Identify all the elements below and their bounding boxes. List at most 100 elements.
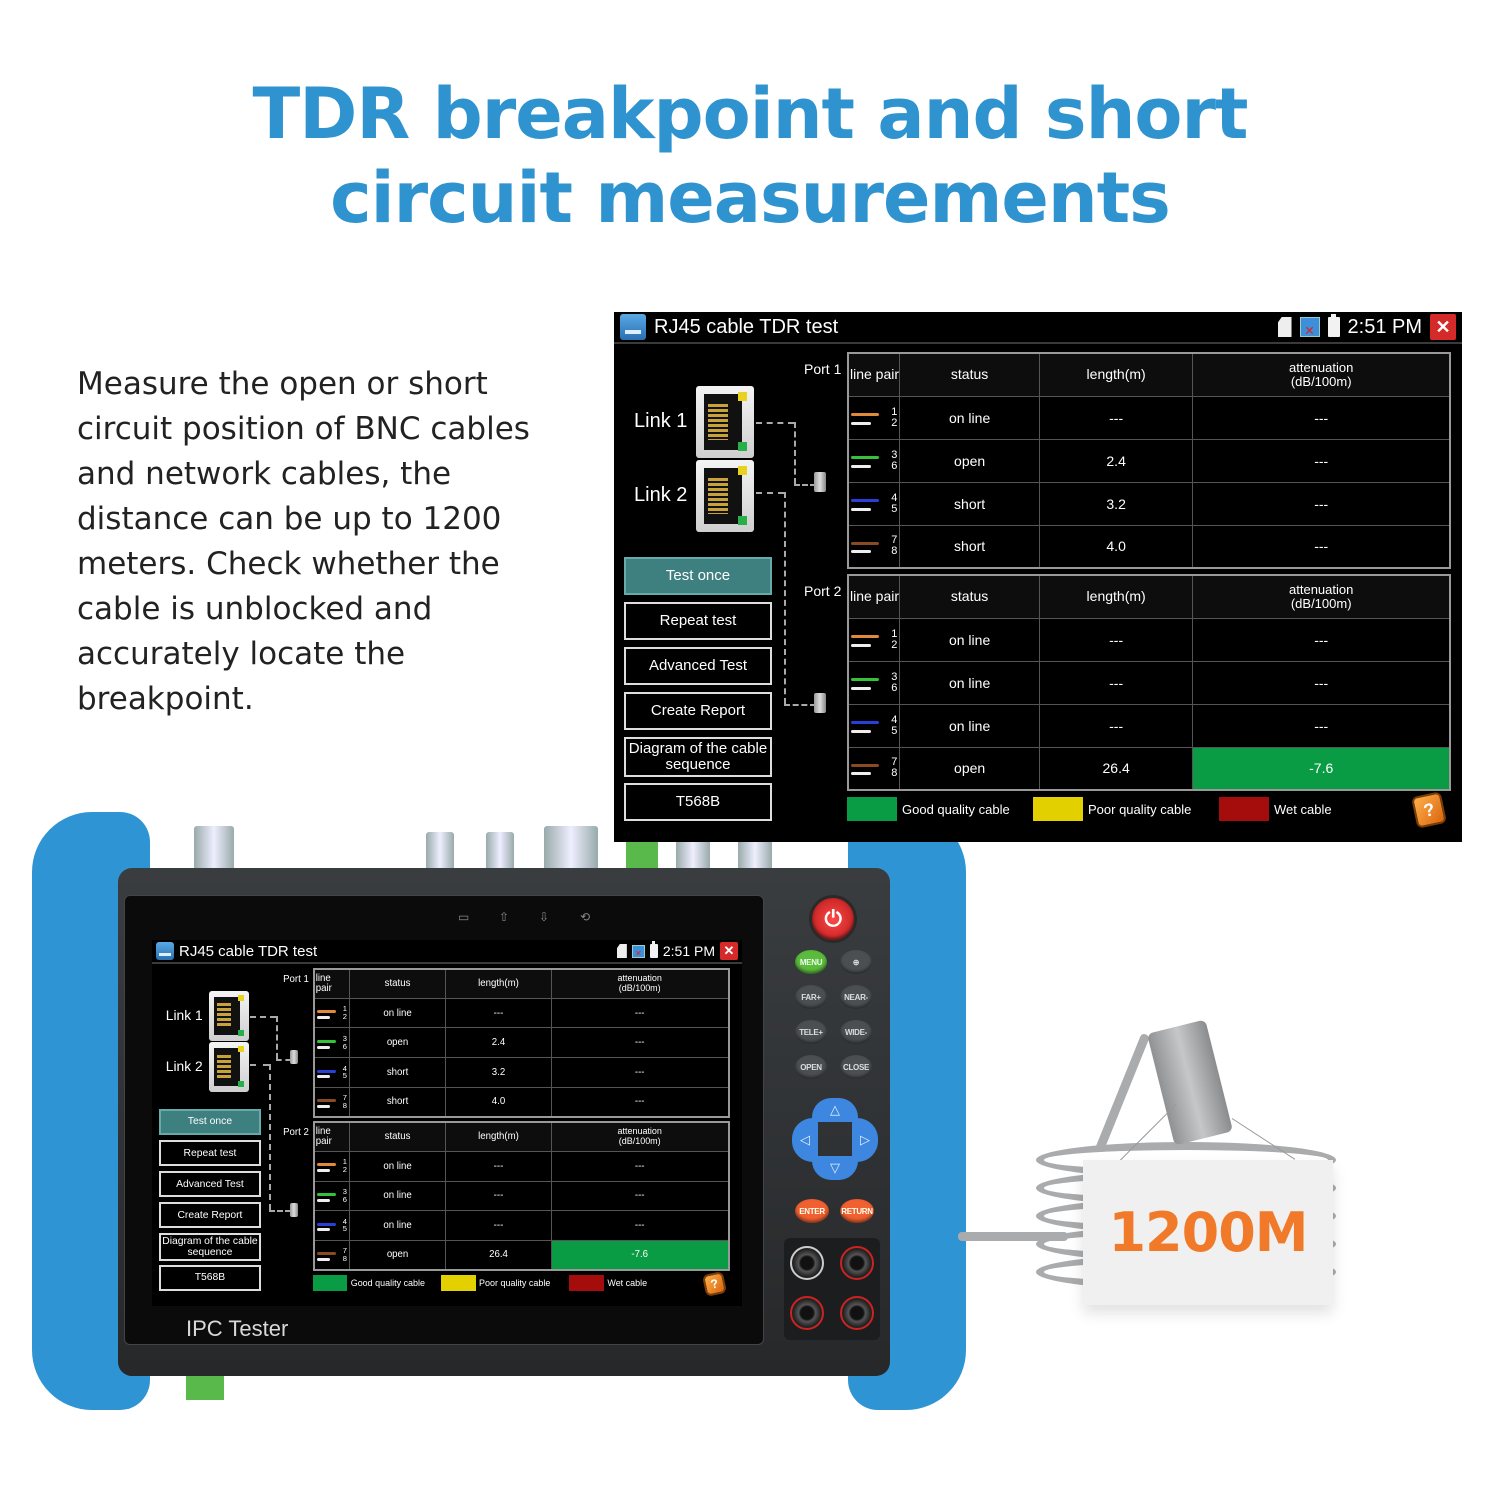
cable-sequence-diagram-button-label: Diagram of the cable sequence xyxy=(162,1235,258,1259)
good-quality-swatch xyxy=(312,1274,348,1292)
status-cell: open xyxy=(349,1027,447,1059)
link-1-label: Link 1 xyxy=(165,1007,203,1023)
t568b-button-label: T568B xyxy=(675,792,721,810)
status-cell: short xyxy=(899,524,1040,569)
rj45-port-1-icon xyxy=(208,991,249,1041)
screen-icon[interactable]: ▭ xyxy=(458,910,470,924)
wet-cable-legend-label: Wet cable xyxy=(607,1278,648,1289)
attenuation-cell: --- xyxy=(1192,660,1451,705)
zoom-button[interactable]: ⊕ xyxy=(840,950,872,974)
wide-minus-button[interactable]: WIDE- xyxy=(840,1020,872,1044)
cable-tail xyxy=(958,1232,1068,1241)
create-report-button[interactable]: Create Report xyxy=(624,692,772,730)
wire-pair-icon xyxy=(851,772,872,776)
rotate-icon[interactable]: ⟲ xyxy=(580,910,591,924)
open-button[interactable]: OPEN xyxy=(795,1055,827,1079)
power-button[interactable]: ⏻ xyxy=(809,895,857,943)
dpad-down-button[interactable]: ▽ xyxy=(812,1156,858,1180)
close-icon[interactable]: ✕ xyxy=(720,942,738,960)
length-sign: 1200M xyxy=(1083,1160,1333,1305)
column-header: status xyxy=(349,968,447,999)
wire-pair-icon xyxy=(851,507,872,511)
status-cell: on line xyxy=(349,1180,447,1212)
link-1-connector-line xyxy=(794,422,796,484)
repeat-test-button-label: Repeat test xyxy=(659,611,737,629)
help-book-icon[interactable]: ? xyxy=(1411,791,1447,829)
cable-plug-1-icon xyxy=(814,472,826,492)
return-button[interactable]: RETURN xyxy=(840,1199,874,1223)
link-2-label: Link 2 xyxy=(634,484,688,506)
dpad-up-button[interactable]: △ xyxy=(812,1098,858,1122)
repeat-test-button[interactable]: Repeat test xyxy=(158,1140,261,1167)
help-book-icon[interactable]: ? xyxy=(701,1270,727,1297)
t568b-button[interactable]: T568B xyxy=(624,783,772,821)
t568b-button[interactable]: T568B xyxy=(158,1264,261,1292)
repeat-test-button[interactable]: Repeat test xyxy=(624,602,772,640)
test-once-button[interactable]: Test once xyxy=(158,1109,261,1136)
link-2-label: Link 2 xyxy=(165,1058,203,1074)
wire-pair-icon xyxy=(316,1163,336,1167)
test-once-button[interactable]: Test once xyxy=(624,557,772,595)
cable-sequence-diagram-button[interactable]: Diagram of the cable sequence xyxy=(624,737,772,777)
enter-button[interactable]: ENTER xyxy=(795,1199,829,1223)
wire-pair-icon xyxy=(316,1193,336,1197)
column-header: line pair xyxy=(313,1121,351,1152)
column-header: status xyxy=(899,352,1040,397)
attenuation-cell: --- xyxy=(550,997,730,1029)
link-1-connector-line xyxy=(276,1058,292,1061)
create-report-button[interactable]: Create Report xyxy=(158,1202,261,1229)
close-icon[interactable]: ✕ xyxy=(1430,314,1456,340)
com-jack xyxy=(790,1246,824,1280)
device-screen: RJ45 cable TDR test 2:51 PM ✕ Link 1Link… xyxy=(152,940,742,1306)
length-cell: --- xyxy=(1038,660,1194,705)
column-header: length(m) xyxy=(445,1121,552,1152)
menu-button[interactable]: MENU xyxy=(795,950,827,974)
status-cell: open xyxy=(349,1239,447,1271)
attenuation-cell: --- xyxy=(1192,395,1451,440)
port-1-label: Port 1 xyxy=(804,361,842,377)
ma-jack xyxy=(790,1296,824,1330)
wire-pair-icon xyxy=(851,729,872,733)
near-minus-button[interactable]: NEAR- xyxy=(840,985,872,1009)
down-arrow-icon[interactable]: ⇩ xyxy=(539,910,550,924)
wire-pair-icon xyxy=(851,542,879,546)
page-headline: TDR breakpoint and short circuit measure… xyxy=(0,72,1500,240)
wire-pair-icon xyxy=(851,678,879,682)
attenuation-cell: -7.6 xyxy=(550,1239,730,1271)
length-cell: 26.4 xyxy=(1038,746,1194,791)
create-report-button-label: Create Report xyxy=(650,701,746,719)
tele-plus-button[interactable]: TELE+ xyxy=(795,1020,827,1044)
screen-titlebar: RJ45 cable TDR test 2:51 PM ✕ xyxy=(614,312,1462,344)
cable-sequence-diagram-button[interactable]: Diagram of the cable sequence xyxy=(158,1233,261,1261)
advanced-test-button[interactable]: Advanced Test xyxy=(158,1171,261,1198)
wire-pair-icon xyxy=(316,1098,336,1102)
length-cell: 2.4 xyxy=(1038,438,1194,483)
length-cell: --- xyxy=(445,1210,552,1241)
bnc-connector xyxy=(194,826,234,872)
advanced-test-button[interactable]: Advanced Test xyxy=(624,647,772,685)
length-cell: 26.4 xyxy=(445,1239,552,1271)
length-cell: --- xyxy=(1038,617,1194,662)
length-cell: --- xyxy=(1038,395,1194,440)
up-arrow-icon[interactable]: ⇧ xyxy=(499,910,510,924)
dpad-left-button[interactable]: ◁ xyxy=(792,1118,818,1162)
attenuation-cell: --- xyxy=(550,1180,730,1212)
wire-pair-icon xyxy=(851,464,872,468)
far-plus-button[interactable]: FAR+ xyxy=(795,985,827,1009)
close-button[interactable]: CLOSE xyxy=(840,1055,872,1079)
wire-pair-icon xyxy=(851,686,872,690)
